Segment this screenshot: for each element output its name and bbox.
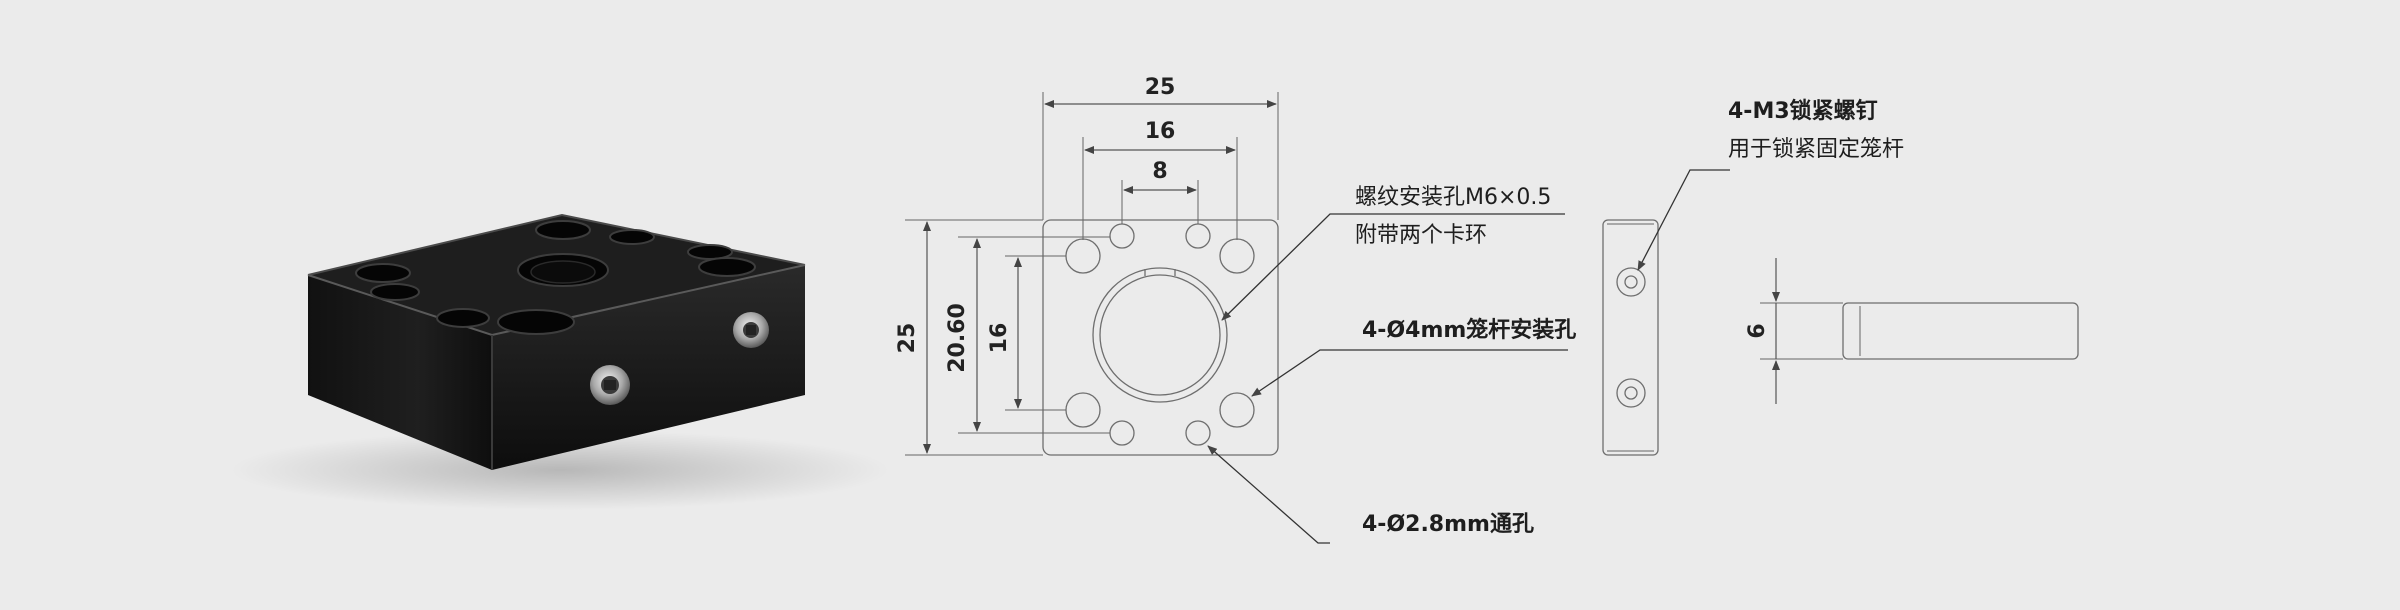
part-front-face [492, 265, 805, 470]
callout-lock-screw-line1: 4-M3锁紧螺钉 [1728, 98, 1878, 124]
callout-through-holes: 4-Ø2.8mm通孔 [1362, 512, 1534, 537]
callout-cage-rod-holes: 4-Ø4mm笼杆安装孔 [1362, 317, 1576, 343]
lock-screw-upper [1616, 267, 1646, 297]
thread-hole-inner [1099, 274, 1221, 396]
part-thread-inner [530, 260, 596, 284]
callout-thread-hole-line1: 螺纹安装孔M6×0.5 [1355, 185, 1551, 210]
dim-text-width-overall: 25 [1145, 75, 1176, 100]
dim-text-thickness: 6 [1745, 323, 1770, 338]
leader-lock-screw [1637, 169, 1730, 271]
lock-screw-lower [1616, 378, 1646, 408]
dim-text-height-thread: 20.60 [945, 303, 970, 373]
dim-text-height-holes: 16 [987, 323, 1012, 354]
cage-rod-holes [1065, 238, 1255, 428]
thickness-view: 6 [1745, 258, 2079, 404]
front-view-outline [1042, 219, 1279, 456]
product-render [230, 213, 890, 510]
thread-hole-outer [1092, 267, 1228, 403]
leader-thread-hole [1221, 213, 1565, 321]
side-view: 4-M3锁紧螺钉 用于锁紧固定笼杆 [1602, 98, 1904, 456]
leader-through-holes [1207, 445, 1330, 544]
part-shadow [230, 430, 890, 510]
callout-lock-screw-line2: 用于锁紧固定笼杆 [1728, 137, 1904, 162]
side-view-outline [1602, 219, 1659, 456]
set-screw-left [590, 365, 630, 405]
dim-text-width-holes-outer: 16 [1145, 119, 1176, 144]
set-screw-right [733, 312, 769, 348]
thickness-view-outline [1842, 302, 2079, 360]
dim-text-height-overall: 25 [895, 323, 920, 354]
front-view: 25 16 8 25 20.60 16 螺纹安装孔M6×0.5 附带两个卡环 4… [895, 75, 1576, 544]
through-holes [1109, 223, 1211, 446]
dim-text-width-holes-inner: 8 [1152, 159, 1167, 184]
leader-cage-rod-holes [1251, 349, 1568, 397]
callout-thread-hole-line2: 附带两个卡环 [1355, 223, 1487, 248]
